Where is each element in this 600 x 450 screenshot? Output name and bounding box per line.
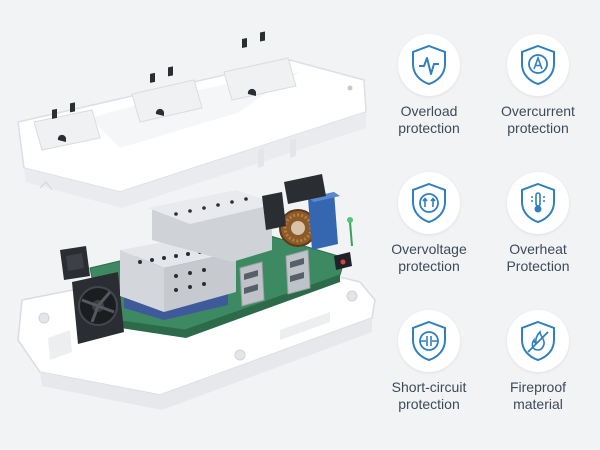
feature-fireproof: Fireproof material: [483, 310, 593, 413]
short-circuit-icon: [398, 310, 460, 372]
usb-ports: [239, 249, 311, 307]
feature-overvoltage-line2: protection: [398, 258, 460, 274]
feature-overcurrent-line1: Overcurrent: [501, 103, 575, 119]
top-cover: [17, 31, 367, 208]
metal-shield: [148, 190, 276, 262]
feature-short-circuit-line2: protection: [398, 396, 460, 412]
outlet-1: [33, 102, 101, 151]
feature-overvoltage: Overvoltage protection: [374, 172, 484, 275]
feature-short-circuit-line1: Short-circuit: [391, 379, 467, 395]
outlet-2: [131, 66, 203, 123]
feature-overheat-line1: Overheat: [509, 241, 567, 257]
cooling-fan: [60, 246, 124, 344]
feature-overcurrent: Overcurrent protection: [483, 34, 593, 137]
feature-fireproof-line1: Fireproof: [509, 379, 567, 395]
feature-fireproof-line2: material: [513, 396, 563, 412]
capacitor: [262, 174, 353, 270]
overheat-icon: [507, 172, 569, 234]
power-strip-exploded-image: [17, 31, 376, 410]
feature-overheat-line2: Protection: [506, 258, 570, 274]
feature-short-circuit: Short-circuit protection: [374, 310, 484, 413]
feature-overload-line2: protection: [398, 120, 460, 136]
overload-icon: [398, 34, 460, 96]
feature-overcurrent-line2: protection: [507, 120, 569, 136]
feature-overheat: Overheat Protection: [483, 172, 593, 275]
fireproof-icon: [507, 310, 569, 372]
feature-overload: Overload protection: [374, 34, 484, 137]
feature-overload-line1: Overload: [400, 103, 458, 119]
outlet-3: [223, 31, 297, 101]
overvoltage-icon: [398, 172, 460, 234]
feature-overvoltage-line1: Overvoltage: [391, 241, 467, 257]
overcurrent-icon: [507, 34, 569, 96]
